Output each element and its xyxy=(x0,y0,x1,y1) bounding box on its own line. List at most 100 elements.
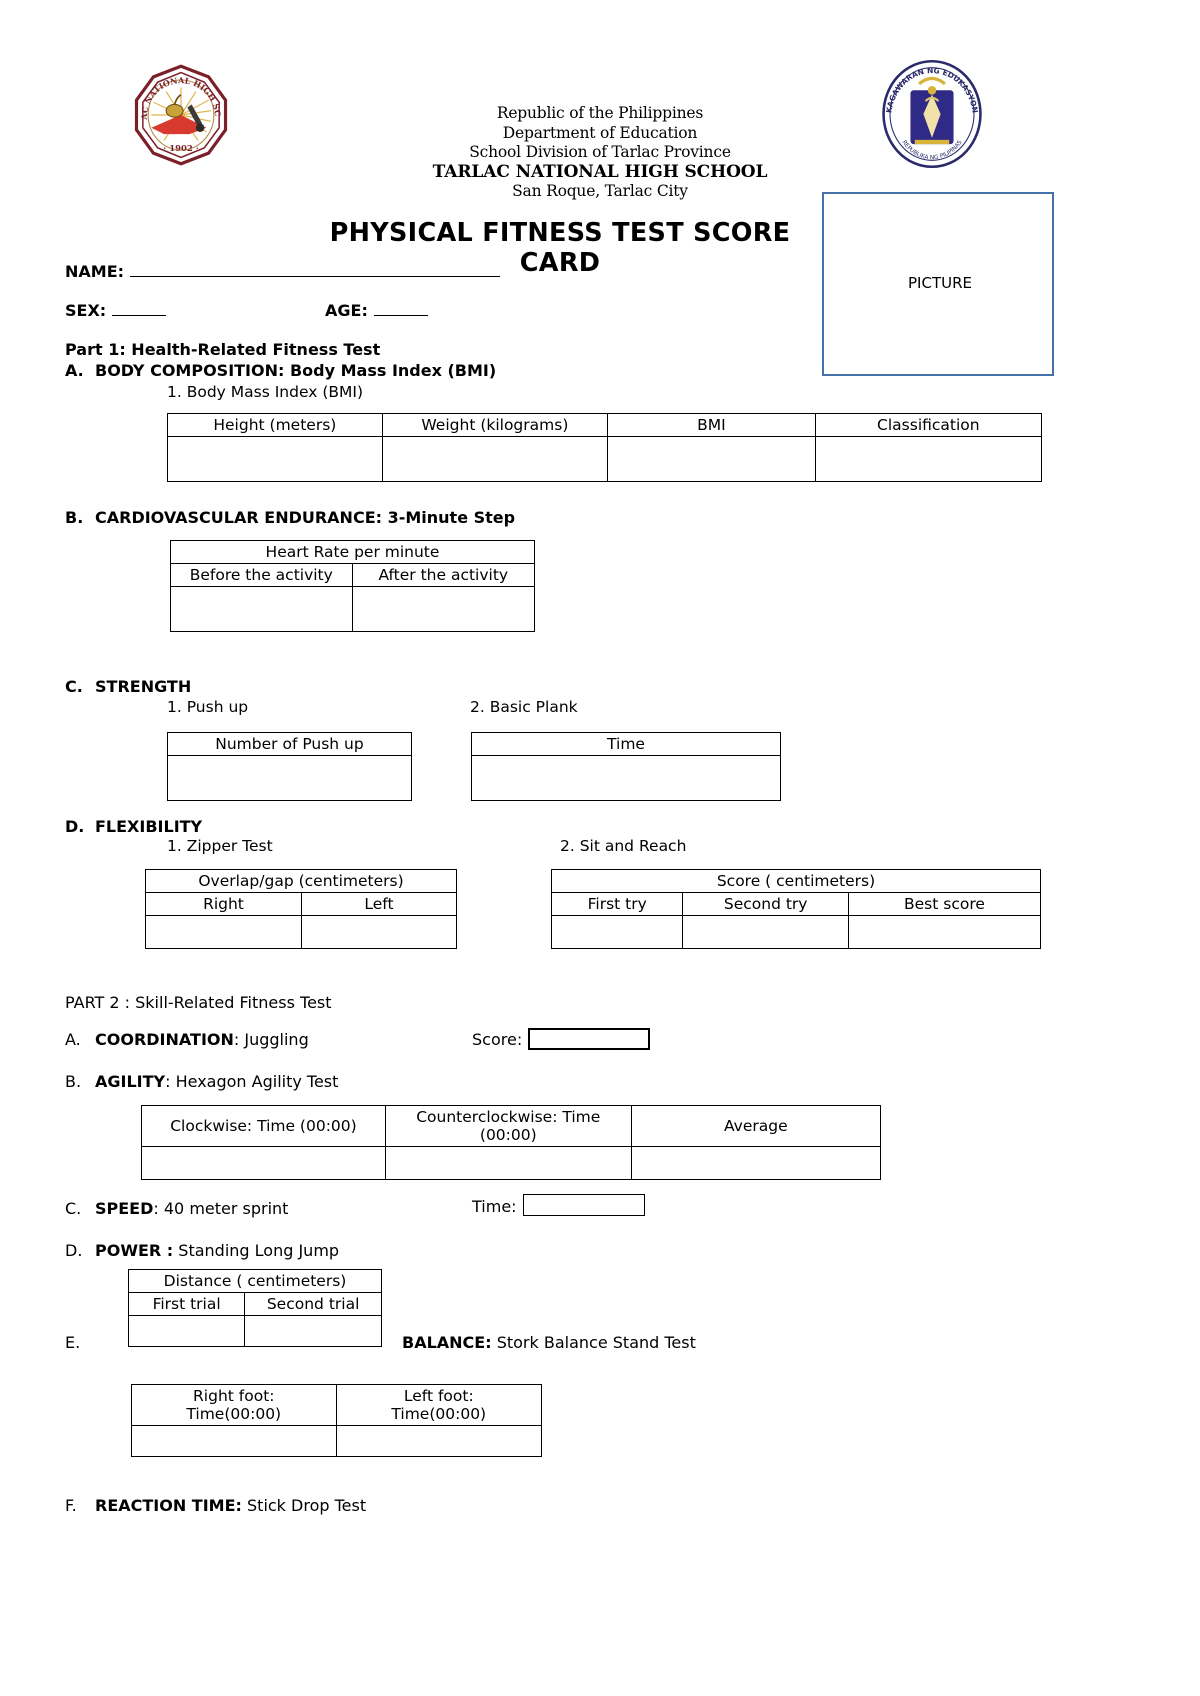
coordination-score-input[interactable] xyxy=(528,1028,650,1050)
balance-cell-right-foot[interactable] xyxy=(131,1425,337,1457)
pushup-col-number: Number of Push up xyxy=(167,732,412,756)
agility-cell-counterclockwise[interactable] xyxy=(384,1146,632,1180)
table-title-row: Overlap/gap (centimeters) xyxy=(145,869,457,893)
part1-section-b: B. CARDIOVASCULAR ENDURANCE: 3-Minute Ste… xyxy=(65,508,515,527)
part2-section-b: B. AGILITY: Hexagon Agility Test xyxy=(65,1072,338,1091)
table-header-row: Clockwise: Time (00:00) Counterclockwise… xyxy=(141,1105,882,1147)
strength-subitem-1: 1. Push up xyxy=(167,698,249,716)
p2-section-f-letter: F. xyxy=(65,1496,77,1515)
section-a-heading: BODY COMPOSITION: Body Mass Index (BMI) xyxy=(95,361,497,380)
p2-section-b-rest: : Hexagon Agility Test xyxy=(165,1072,339,1091)
table-row xyxy=(170,586,536,632)
bmi-col-bmi: BMI xyxy=(607,413,816,437)
balance-col-right-foot: Right foot: Time(00:00) xyxy=(131,1384,337,1426)
p2-section-f-rest: Stick Drop Test xyxy=(241,1496,367,1515)
plank-col-time: Time xyxy=(471,732,781,756)
part1-section-a: A.BODY COMPOSITION: Body Mass Index (BMI… xyxy=(65,361,496,380)
section-d-letter: D. xyxy=(65,817,85,836)
document-header: · 1902 · TARLAC NATIONAL HIGH SCHOOL KAG… xyxy=(0,0,1200,200)
sit-reach-col-second: Second try xyxy=(682,892,849,916)
tarlac-national-high-school-seal-icon: · 1902 · TARLAC NATIONAL HIGH SCHOOL xyxy=(128,62,228,166)
age-input[interactable] xyxy=(373,315,428,316)
part2-section-f: F.REACTION TIME: Stick Drop Test xyxy=(65,1496,366,1515)
department-line: Department of Education xyxy=(502,123,698,142)
table-title-row: Heart Rate per minute xyxy=(170,540,535,564)
sit-reach-cell-second[interactable] xyxy=(682,915,849,949)
sex-label: SEX: xyxy=(65,301,107,320)
speed-time-input[interactable] xyxy=(523,1194,645,1216)
table-row xyxy=(167,755,412,801)
zipper-cell-right[interactable] xyxy=(145,915,302,949)
balance-left-foot-line1: Left foot: xyxy=(403,1387,474,1405)
heart-rate-cell-after[interactable] xyxy=(351,586,536,632)
picture-label: PICTURE xyxy=(908,274,972,292)
strength-subitem-2: 2. Basic Plank xyxy=(470,698,578,716)
balance-cell-left-foot[interactable] xyxy=(335,1425,543,1457)
power-cell-first[interactable] xyxy=(127,1315,246,1347)
bmi-col-height: Height (meters) xyxy=(167,413,383,437)
pushup-cell-number[interactable] xyxy=(167,755,412,801)
p2-section-d-letter: D. xyxy=(65,1241,83,1260)
address-line: San Roque, Tarlac City xyxy=(512,182,688,201)
zipper-cell-left[interactable] xyxy=(300,915,458,949)
p2-section-a-letter: A. xyxy=(65,1030,81,1049)
division-line: School Division of Tarlac Province xyxy=(469,143,731,162)
heart-rate-title: Heart Rate per minute xyxy=(170,540,535,564)
part2-heading: PART 2 : Skill-Related Fitness Test xyxy=(65,993,332,1012)
bmi-cell-bmi[interactable] xyxy=(607,436,816,482)
agility-col-counterclockwise: Counterclockwise: Time (00:00) xyxy=(384,1105,632,1147)
table-row xyxy=(145,915,458,949)
power-col-first: First trial xyxy=(127,1292,246,1316)
coordination-score-label: Score: xyxy=(472,1030,523,1049)
zipper-col-left: Left xyxy=(300,892,458,916)
table-title-row: Score ( centimeters) xyxy=(551,869,1041,893)
table-header-row: Number of Push up xyxy=(167,732,412,756)
name-field-row: NAME: xyxy=(65,262,501,281)
p2-section-b-bold: AGILITY xyxy=(95,1072,166,1091)
agility-col-clockwise: Clockwise: Time (00:00) xyxy=(141,1105,386,1147)
picture-placeholder[interactable]: PICTURE xyxy=(822,192,1054,376)
zipper-col-right: Right xyxy=(145,892,302,916)
p2-section-e-letter: E. xyxy=(65,1333,81,1352)
sit-reach-cell-best[interactable] xyxy=(847,915,1042,949)
section-c-letter: C. xyxy=(65,677,83,696)
sit-and-reach-table: Score ( centimeters) First try Second tr… xyxy=(550,869,1042,949)
bmi-cell-classification[interactable] xyxy=(814,436,1043,482)
name-input[interactable] xyxy=(130,276,501,277)
p2-section-c-bold: SPEED xyxy=(95,1199,154,1218)
section-b-heading: CARDIOVASCULAR ENDURANCE: 3-Minute Step xyxy=(95,508,516,527)
plank-table: Time xyxy=(471,732,781,801)
agility-cell-clockwise[interactable] xyxy=(141,1146,386,1180)
bmi-cell-height[interactable] xyxy=(167,436,383,482)
heart-rate-table: Heart Rate per minute Before the activit… xyxy=(170,540,536,632)
sit-reach-col-first: First try xyxy=(550,892,684,916)
table-header-row: First try Second try Best score xyxy=(550,892,1042,916)
flexibility-subitem-1: 1. Zipper Test xyxy=(167,837,273,855)
section-b-letter: B. xyxy=(65,508,84,527)
balance-col-left-foot: Left foot: Time(00:00) xyxy=(335,1384,543,1426)
bmi-cell-weight[interactable] xyxy=(381,436,609,482)
balance-right-foot-line1: Right foot: xyxy=(193,1387,275,1405)
part1-heading: Part 1: Health-Related Fitness Test xyxy=(65,340,381,359)
sex-input[interactable] xyxy=(112,315,167,316)
table-row xyxy=(131,1425,543,1457)
school-name-line: TARLAC NATIONAL HIGH SCHOOL xyxy=(432,161,768,182)
table-row xyxy=(550,915,1042,949)
balance-right-foot-line2: Time(00:00) xyxy=(186,1405,282,1423)
heart-rate-cell-before[interactable] xyxy=(170,586,353,632)
power-title: Distance ( centimeters) xyxy=(128,1269,382,1293)
plank-cell-time[interactable] xyxy=(471,755,781,801)
p2-section-b-letter: B. xyxy=(65,1072,82,1091)
agility-cell-average[interactable] xyxy=(630,1146,882,1180)
sit-reach-title: Score ( centimeters) xyxy=(551,869,1041,893)
p2-section-d-bold: POWER : xyxy=(95,1241,174,1260)
power-cell-second[interactable] xyxy=(244,1315,382,1347)
header-address-block: Republic of the Philippines Department o… xyxy=(300,104,900,202)
power-distance-table: Distance ( centimeters) First trial Seco… xyxy=(127,1269,382,1347)
part1-section-c: C.STRENGTH xyxy=(65,677,191,696)
part2-section-a: A.COORDINATION: Juggling xyxy=(65,1030,309,1049)
pushup-table: Number of Push up xyxy=(167,732,412,801)
svg-text:· 1902 ·: · 1902 · xyxy=(163,143,198,153)
sit-reach-cell-first[interactable] xyxy=(550,915,684,949)
